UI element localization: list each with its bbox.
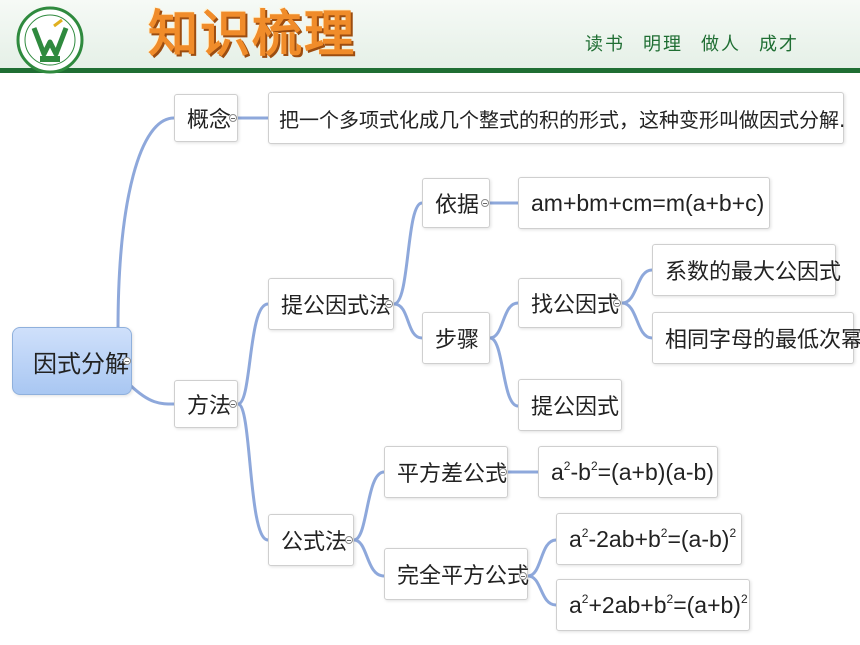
collapse-toggle[interactable] [481,199,489,207]
link-root-concept [116,116,176,332]
collapse-toggle[interactable] [345,536,353,544]
basis-node[interactable]: 依据 [422,178,490,228]
link-perfect-plus [526,574,558,607]
perfect-square-node[interactable]: 完全平方公式 [384,548,530,600]
steps-label: 步骤 [435,328,480,353]
common-factor-node[interactable]: 提公因式法 [268,278,394,330]
link-method-common [236,302,270,406]
perfect-minus-node[interactable]: a2-2ab+b2=(a-b)2 [556,513,742,565]
find-factor-label: 找公因式 [531,293,620,318]
collapse-toggle[interactable] [123,357,131,365]
motto-word: 做人 [701,34,741,55]
root-node[interactable]: 因式分解 [12,327,132,395]
basis-label: 依据 [435,193,480,218]
method-label: 方法 [187,394,232,419]
motto-word: 读书 [585,34,625,55]
link-formula-difference [352,470,386,542]
extract-factor-label: 提公因式 [531,395,620,420]
find-factor-node[interactable]: 找公因式 [518,278,622,328]
header-bar [0,0,860,72]
definition-text: 把一个多项式化成几个整式的积的形式，这种变形叫做因式分解. [279,107,846,132]
concept-label: 概念 [187,108,232,133]
school-logo-icon [16,6,84,74]
motto-word: 成才 [759,34,799,55]
motto-word: 明理 [643,34,683,55]
perfect-plus-formula: a2+2ab+b2=(a+b)2 [569,591,748,618]
school-motto: 读书明理做人成才 [585,30,817,56]
definition-node[interactable]: 把一个多项式化成几个整式的积的形式，这种变形叫做因式分解. [268,92,846,144]
link-find-coefficient [620,268,654,305]
collapse-toggle[interactable] [499,468,507,476]
perfect-minus-formula: a2-2ab+b2=(a-b)2 [569,525,737,552]
coefficient-node[interactable]: 系数的最大公因式 [652,244,841,296]
extract-factor-node[interactable]: 提公因式 [518,379,622,431]
link-common-steps [392,302,424,340]
difference-formula: a2-b2=(a+b)(a-b) [551,458,714,485]
root-label: 因式分解 [33,349,129,378]
link-steps-find [488,301,520,340]
collapse-toggle[interactable] [229,114,237,122]
lowest-power-text: 相同字母的最低次幂 [665,328,860,353]
link-common-basis [392,201,424,306]
concept-node[interactable]: 概念 [174,94,238,142]
difference-squares-node[interactable]: 平方差公式 [384,446,508,498]
collapse-toggle[interactable] [613,299,621,307]
link-formula-perfect [352,538,386,578]
perfect-plus-node[interactable]: a2+2ab+b2=(a+b)2 [556,579,750,631]
difference-formula-node[interactable]: a2-b2=(a+b)(a-b) [538,446,718,498]
method-node[interactable]: 方法 [174,380,238,428]
formula-method-label: 公式法 [281,530,348,555]
lowest-power-node[interactable]: 相同字母的最低次幂 [652,312,860,364]
collapse-toggle[interactable] [229,400,237,408]
basis-formula: am+bm+cm=m(a+b+c) [531,189,765,216]
collapse-toggle[interactable] [519,572,527,580]
link-root-method [128,383,176,406]
link-steps-extract [488,336,520,408]
perfect-square-label: 完全平方公式 [397,564,530,589]
link-find-letters [620,301,654,340]
coefficient-text: 系数的最大公因式 [665,260,842,285]
header-divider [0,68,860,73]
link-perfect-minus [526,538,558,578]
formula-method-node[interactable]: 公式法 [268,514,354,566]
basis-formula-node[interactable]: am+bm+cm=m(a+b+c) [518,177,770,229]
steps-node[interactable]: 步骤 [422,312,490,364]
collapse-toggle[interactable] [385,300,393,308]
page-title: 知识梳理 [148,4,356,63]
common-factor-label: 提公因式法 [281,294,392,319]
link-method-formula [236,402,270,542]
difference-squares-label: 平方差公式 [397,462,508,487]
